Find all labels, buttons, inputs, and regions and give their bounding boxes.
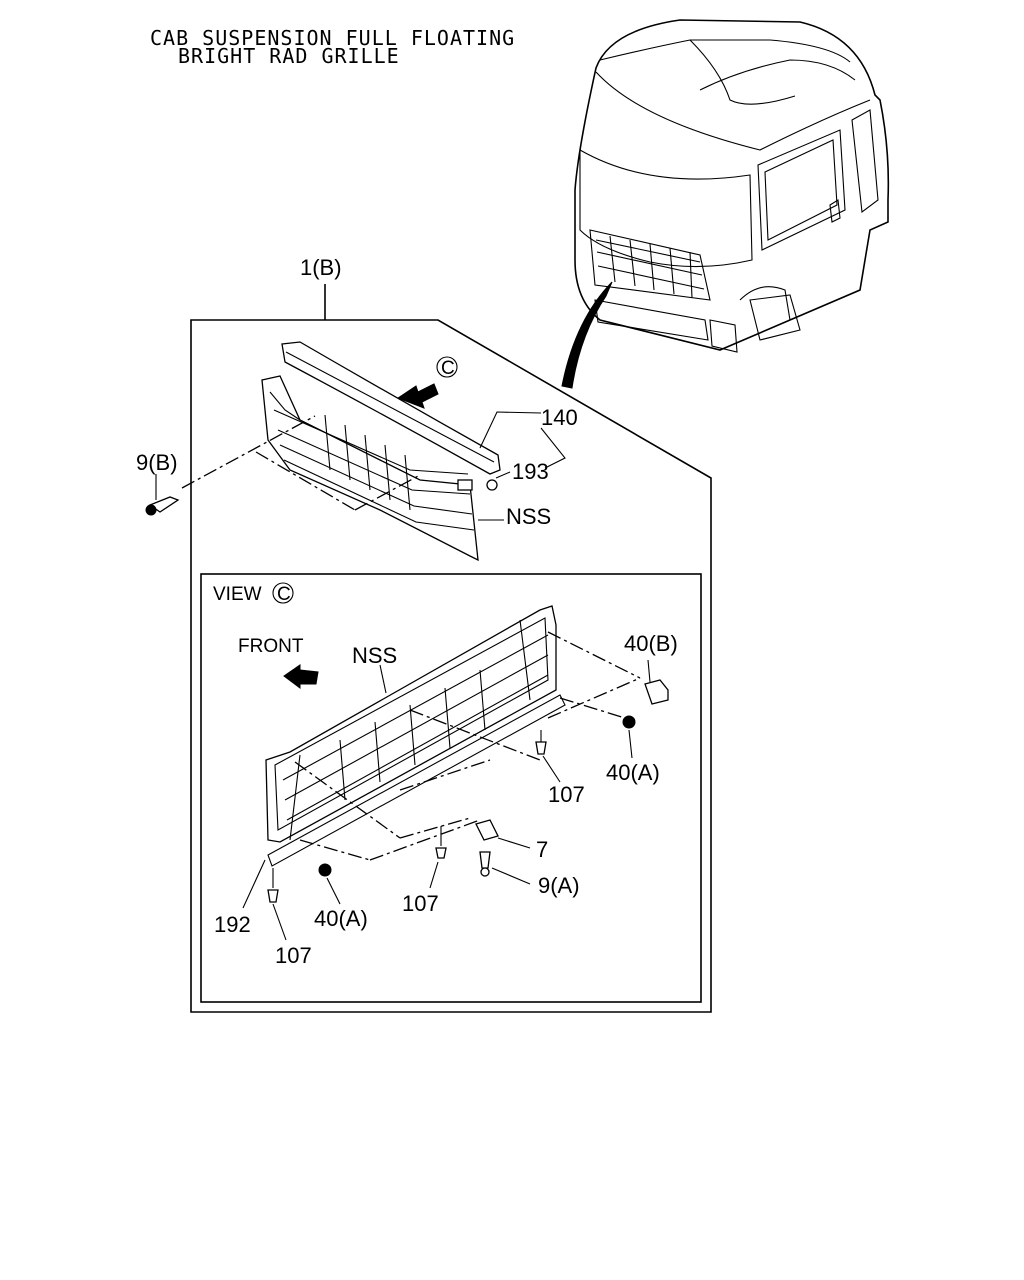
callout-107-right: 107 [548, 782, 585, 807]
view-c-marker-top: C [441, 358, 455, 379]
cab-illustration [574, 19, 890, 353]
view-c-box [200, 573, 702, 1003]
callout-7: 7 [536, 837, 548, 862]
callout-40b: 40(B) [624, 631, 678, 656]
diagram-title-line2: BRIGHT RAD GRILLE [178, 44, 400, 68]
rivet-107-mid-icon [435, 826, 447, 859]
callout-140: 140 [541, 405, 578, 430]
arrow-icon [396, 383, 439, 409]
view-c-marker-icon [272, 582, 294, 604]
callout-107-mid: 107 [402, 891, 439, 916]
nut-40a-left-icon [318, 863, 332, 877]
clip-7-icon [475, 819, 499, 841]
diagram-title-line1: CAB SUSPENSION FULL FLOATING [150, 26, 516, 50]
leader-arrow [561, 281, 613, 389]
grille-rear-illustration [265, 605, 566, 867]
callout-40a-left: 40(A) [314, 906, 368, 931]
callout-193: 193 [512, 459, 549, 484]
rivet-107-right-icon [535, 730, 547, 755]
assembly-outline [190, 284, 712, 1013]
view-c-marker-icon [436, 356, 458, 378]
front-arrow-icon [283, 664, 319, 689]
callout-192: 192 [214, 912, 251, 937]
screw-9b-icon [145, 496, 180, 516]
callout-9a: 9(A) [538, 873, 580, 898]
clip-193-icon [486, 479, 498, 491]
callout-nss-view: NSS [352, 643, 397, 668]
view-label: VIEW [213, 584, 262, 605]
callout-nss-top: NSS [506, 504, 551, 529]
nut-40a-right-icon [622, 715, 636, 729]
view-c-marker: C [277, 584, 291, 605]
callout-9b: 9(B) [136, 450, 178, 475]
clip-40b-icon [644, 679, 669, 705]
screw-9a-icon [479, 851, 491, 877]
front-label: FRONT [238, 636, 304, 657]
rivet-107-left-icon [267, 868, 279, 903]
callout-1b: 1(B) [300, 255, 342, 280]
grille-top-illustration [261, 341, 501, 562]
callout-40a-right: 40(A) [606, 760, 660, 785]
callout-107-left: 107 [275, 943, 312, 968]
